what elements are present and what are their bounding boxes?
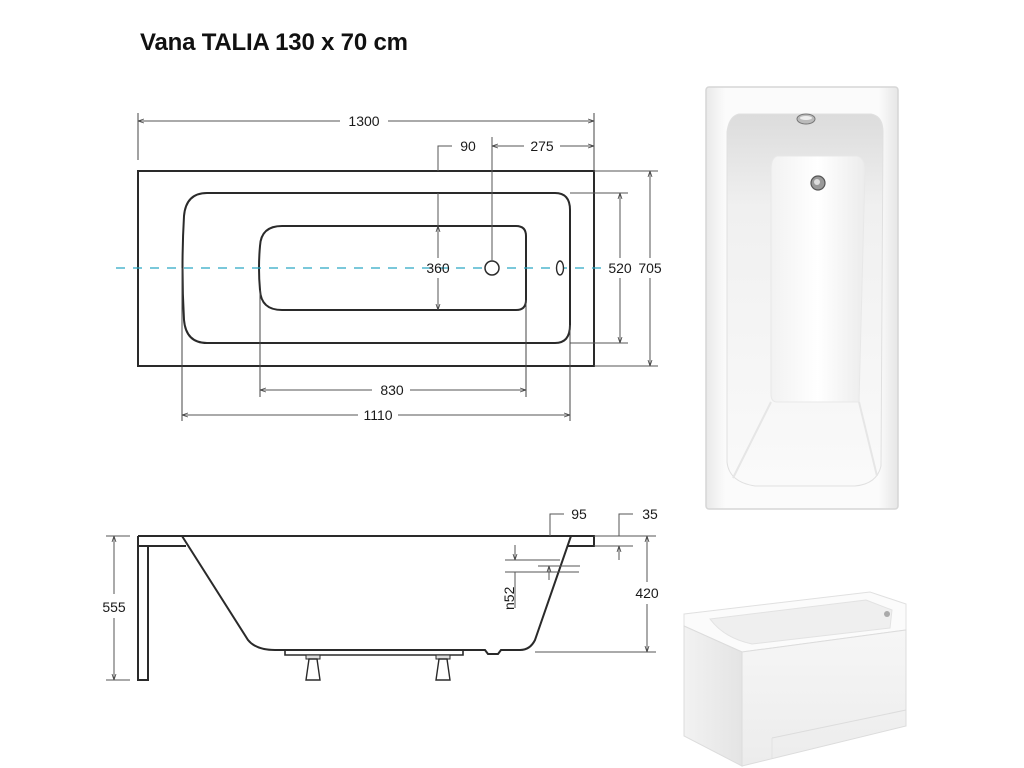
dim-rim-thickness: 35 xyxy=(642,506,658,522)
foot-right xyxy=(435,654,451,681)
page-title: Vana TALIA 130 x 70 cm xyxy=(140,29,408,56)
bathtub-with-panel-photo xyxy=(683,591,907,767)
foot-left xyxy=(305,654,321,681)
dim-overall-width: 705 xyxy=(638,260,662,276)
inner-rim-outline xyxy=(181,192,571,344)
overflow-icon xyxy=(555,260,565,276)
dim-overall-length: 1300 xyxy=(348,113,379,129)
side-panel xyxy=(137,536,186,681)
dim-total-height: 555 xyxy=(102,599,126,615)
dim-overflow-height: n52 xyxy=(501,586,517,610)
dim-rim-overhang: 95 xyxy=(571,506,587,522)
bathtub-top-view-photo xyxy=(705,86,899,510)
side-view: n52 95 35 420 555 xyxy=(102,506,659,681)
dim-overflow-offset: 90 xyxy=(460,138,476,154)
dim-inner-top-length: 1110 xyxy=(363,407,392,423)
plan-view: 1300 90 275 360 520 705 830 xyxy=(116,113,662,423)
dim-inner-bottom-width: 360 xyxy=(426,260,450,276)
dim-inner-bottom-length: 830 xyxy=(380,382,404,398)
dim-drain-offset: 275 xyxy=(530,138,554,154)
dim-inner-top-width: 520 xyxy=(608,260,632,276)
tub-profile xyxy=(181,535,572,655)
tub-bottom-outline xyxy=(258,225,527,311)
drain-icon xyxy=(484,260,500,276)
dim-inner-depth: 420 xyxy=(635,585,659,601)
